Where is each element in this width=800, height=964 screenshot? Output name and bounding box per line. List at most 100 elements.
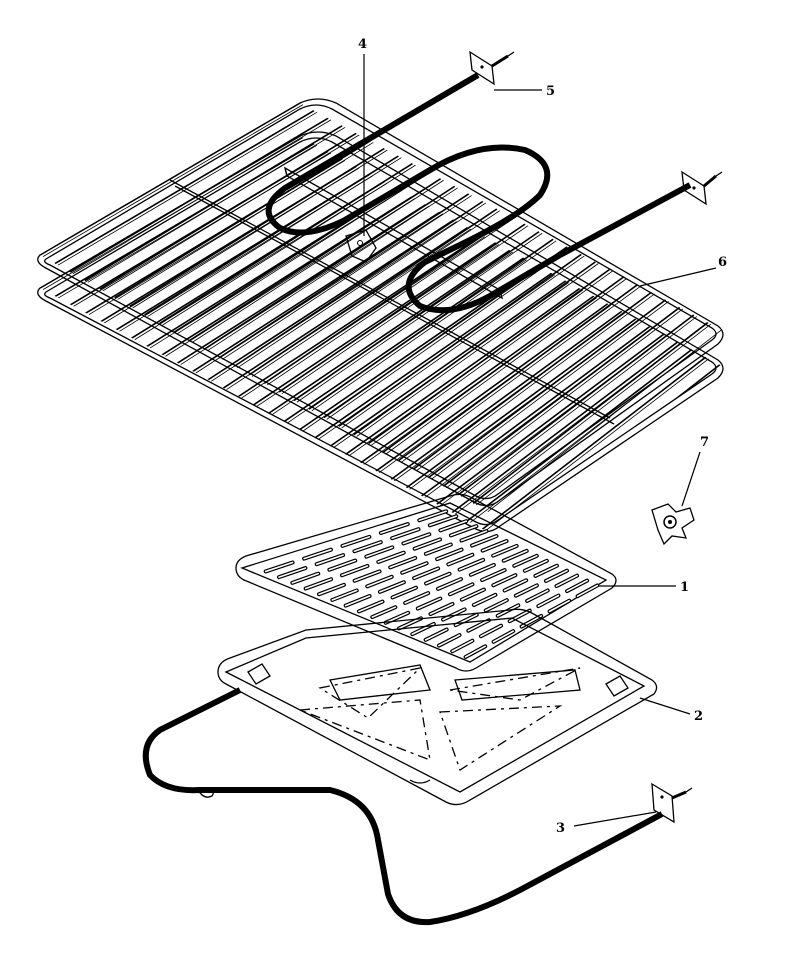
insert-slot bbox=[328, 559, 357, 571]
callout-labels: 4 5 6 7 1 2 3 bbox=[358, 37, 727, 836]
insert-slot bbox=[413, 567, 439, 579]
insert-slot bbox=[439, 520, 468, 532]
insert-slot bbox=[278, 567, 307, 578]
callout-4: 4 bbox=[358, 37, 367, 52]
insert-slot bbox=[264, 561, 294, 573]
rack-wire bbox=[278, 223, 526, 393]
insert-slot bbox=[515, 584, 538, 597]
rack-wire bbox=[278, 256, 526, 426]
rack-wire bbox=[266, 217, 515, 386]
insert-slot bbox=[401, 562, 428, 574]
insert-slot bbox=[513, 555, 538, 567]
callout-5: 5 bbox=[546, 84, 555, 99]
insert-slot bbox=[358, 600, 384, 613]
insert-slot bbox=[365, 546, 394, 558]
insert-slot bbox=[438, 634, 461, 647]
callout-6: 6 bbox=[718, 255, 727, 270]
insert-slot bbox=[566, 579, 588, 592]
insert-slot bbox=[380, 523, 409, 534]
rack-wire bbox=[442, 339, 681, 520]
rack-wire bbox=[188, 177, 442, 342]
callout-2: 2 bbox=[694, 709, 703, 724]
rack-wire bbox=[338, 286, 582, 460]
rack-wire bbox=[475, 323, 712, 506]
insert-slot bbox=[436, 548, 463, 560]
rack-wire bbox=[233, 200, 484, 368]
insert-slot bbox=[341, 565, 369, 577]
insert-slot bbox=[315, 554, 344, 565]
insert-slot bbox=[576, 584, 599, 597]
insert-slot bbox=[450, 525, 478, 537]
insert-slot bbox=[318, 584, 345, 596]
insert-slot bbox=[471, 535, 498, 547]
rack-wire bbox=[368, 301, 610, 478]
insert-slot bbox=[442, 608, 466, 621]
rack-wire bbox=[472, 321, 709, 505]
insert-slot bbox=[404, 592, 429, 604]
insert-slot bbox=[341, 536, 371, 547]
insert-slot bbox=[464, 645, 487, 658]
rack-wire bbox=[323, 279, 568, 452]
insert-slot bbox=[484, 599, 508, 612]
insert-slot bbox=[451, 639, 474, 653]
insert-slot bbox=[371, 606, 397, 618]
insert-slot bbox=[449, 583, 474, 596]
callout-1: 1 bbox=[680, 580, 689, 595]
callout-leaders bbox=[363, 54, 717, 827]
rack-wire bbox=[460, 316, 698, 497]
rack-wire bbox=[221, 195, 473, 360]
rack-wire bbox=[475, 356, 712, 532]
insert-slot bbox=[437, 578, 462, 590]
insert-slot bbox=[537, 594, 560, 607]
rack-wire bbox=[192, 179, 444, 343]
bake-element-terminal-bracket bbox=[651, 782, 693, 824]
insert-slot bbox=[429, 515, 458, 527]
broil-pan-insert bbox=[235, 493, 617, 672]
rack-wire bbox=[248, 241, 498, 409]
rack-wire bbox=[57, 111, 318, 266]
insert-slot bbox=[391, 528, 420, 540]
insert-slot bbox=[470, 564, 495, 576]
rack-wire bbox=[427, 299, 667, 479]
rack-wire bbox=[236, 202, 487, 369]
insert-slot bbox=[425, 543, 452, 555]
insert-slot bbox=[418, 510, 447, 522]
insert-slot bbox=[481, 569, 506, 581]
insert-slot bbox=[447, 553, 474, 566]
insert-slot bbox=[502, 550, 528, 562]
insert-slot bbox=[424, 628, 448, 641]
rack-wire bbox=[159, 162, 413, 325]
insert-slot bbox=[555, 574, 578, 587]
rack-wire bbox=[416, 293, 655, 472]
insert-slot bbox=[353, 570, 381, 582]
insert-slot bbox=[492, 574, 517, 587]
insert-slot bbox=[384, 611, 409, 624]
insert-slot bbox=[461, 588, 485, 601]
rack-wire bbox=[162, 164, 416, 326]
rack-wire bbox=[472, 354, 709, 532]
insert-slot bbox=[473, 594, 497, 606]
rack-wire bbox=[54, 109, 315, 265]
rack-wire bbox=[427, 332, 667, 512]
insert-slot bbox=[467, 619, 490, 632]
insert-slot bbox=[526, 589, 549, 602]
rack-wire bbox=[293, 230, 540, 402]
insert-slot bbox=[425, 572, 451, 585]
rack-wire bbox=[412, 324, 653, 503]
rack-wire bbox=[412, 291, 653, 470]
insert-slot bbox=[402, 533, 431, 545]
rack-wire bbox=[218, 226, 470, 392]
rack-wire bbox=[218, 193, 470, 359]
broil-element-terminal-bracket-right bbox=[681, 170, 723, 206]
oven-thermostat-sensor bbox=[651, 503, 695, 546]
insert-slot bbox=[303, 548, 332, 560]
bake-element bbox=[142, 687, 664, 926]
insert-slot bbox=[389, 557, 416, 569]
insert-slot bbox=[460, 530, 488, 542]
rack-wire bbox=[251, 210, 501, 377]
insert-slot bbox=[480, 624, 502, 638]
broil-pan bbox=[217, 608, 658, 806]
insert-slot bbox=[366, 576, 393, 588]
insert-slot bbox=[545, 569, 568, 582]
